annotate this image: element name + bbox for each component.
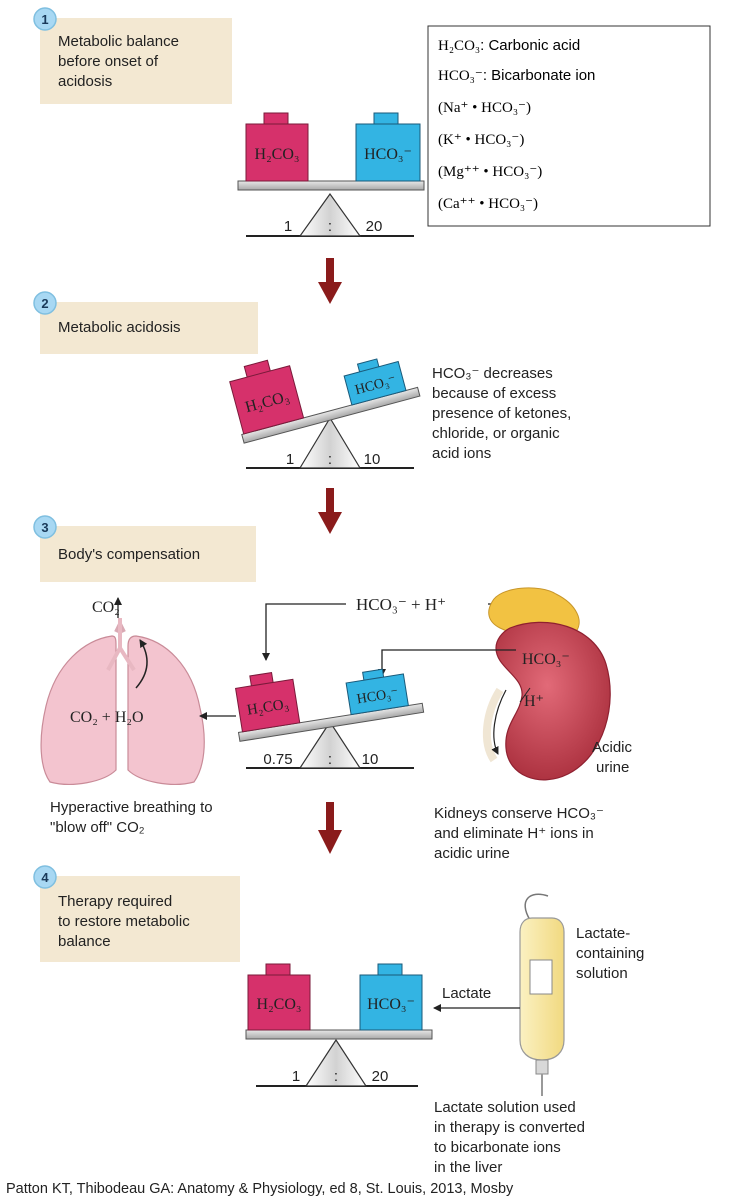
acid-label: H₂CO₃ bbox=[246, 696, 290, 718]
reaction-label: HCO₃⁻ + H⁺ bbox=[356, 595, 446, 614]
kidney-hco3-label: HCO₃⁻ bbox=[522, 651, 570, 668]
base-label: HCO₃⁻ bbox=[356, 686, 400, 707]
reaction-to-acid-arrow bbox=[262, 603, 346, 661]
svg-text:solution: solution bbox=[576, 965, 628, 982]
svg-text:Lactate-: Lactate- bbox=[576, 925, 630, 942]
svg-text:"blow off" CO₂: "blow off" CO₂ bbox=[50, 819, 145, 836]
svg-text:urine: urine bbox=[596, 759, 629, 776]
acidic-urine-label: Acidic urine bbox=[592, 739, 633, 776]
step-4-box: 4 Therapy required to restore metabolic … bbox=[33, 865, 240, 962]
legend-desc: : Bicarbonate ion bbox=[483, 67, 596, 84]
step-number: 1 bbox=[41, 12, 48, 27]
note-line: chloride, or organic bbox=[432, 425, 560, 442]
svg-text:Hyperactive breathing to: Hyperactive breathing to bbox=[50, 799, 213, 816]
step-1-box: 1 Metabolic balance before onset of acid… bbox=[33, 7, 232, 104]
legend-formula: H₂CO₃ bbox=[438, 38, 480, 54]
lactate-label: Lactate bbox=[442, 985, 491, 1002]
ratio-left: 1 bbox=[286, 451, 294, 468]
base-label: HCO₃⁻ bbox=[364, 146, 412, 163]
lung-equation: CO₂ + H₂O bbox=[70, 709, 144, 726]
ratio-right: 20 bbox=[366, 218, 383, 235]
note-line: acid ions bbox=[432, 445, 491, 462]
acid-weight: H₂CO₃ bbox=[245, 112, 309, 182]
bag-label: Lactate- containing solution bbox=[576, 925, 644, 982]
iv-bag-illustration bbox=[519, 893, 565, 1096]
svg-text:H₂CO₃: Carbonic acid: H₂CO₃: Carbonic acid bbox=[438, 37, 580, 54]
legend-formula: (Na⁺ • HCO₃⁻) bbox=[438, 100, 531, 116]
acid-weight: H₂CO₃ bbox=[247, 963, 311, 1031]
kidney-note: Kidneys conserve HCO₃⁻ and eliminate H⁺ … bbox=[434, 805, 604, 862]
flow-arrow-1 bbox=[318, 258, 342, 304]
kidney-illustration: HCO₃⁻ H⁺ bbox=[482, 587, 611, 781]
step-2-note: HCO₃⁻ decreases because of excess presen… bbox=[432, 365, 571, 462]
svg-text:HCO₃⁻: Bicarbonate ion: HCO₃⁻: Bicarbonate ion bbox=[438, 67, 595, 84]
scale-3: H₂CO₃ HCO₃⁻ 0.75 : 10 bbox=[235, 668, 425, 769]
acid-label: H₂CO₃ bbox=[257, 996, 302, 1013]
ratio-right: 20 bbox=[372, 1068, 389, 1085]
note-line: because of excess bbox=[432, 385, 556, 402]
flow-arrow-2 bbox=[318, 488, 342, 534]
ratio-colon: : bbox=[334, 1068, 338, 1085]
note-line: presence of ketones, bbox=[432, 405, 571, 422]
note-line: HCO₃⁻ decreases bbox=[432, 365, 553, 382]
legend-formula: HCO₃⁻ bbox=[438, 68, 483, 84]
legend-box: H₂CO₃: Carbonic acid HCO₃⁻: Bicarbonate … bbox=[427, 25, 711, 227]
step-2-box: 2 Metabolic acidosis bbox=[33, 291, 258, 354]
legend-formula: (Mg⁺⁺ • HCO₃⁻) bbox=[438, 164, 542, 180]
step-title-line: Body's compensation bbox=[58, 546, 200, 563]
ratio-colon: : bbox=[328, 751, 332, 768]
base-label: HCO₃⁻ bbox=[367, 996, 415, 1013]
co2-label: CO₂ bbox=[92, 599, 120, 616]
svg-text:in the liver: in the liver bbox=[434, 1159, 502, 1176]
step-title-line: Therapy required bbox=[58, 893, 172, 910]
step-number: 3 bbox=[41, 520, 48, 535]
base-weight: HCO₃⁻ bbox=[343, 358, 407, 406]
ratio-colon: : bbox=[328, 218, 332, 235]
therapy-note: Lactate solution used in therapy is conv… bbox=[434, 1099, 585, 1176]
svg-text:containing: containing bbox=[576, 945, 644, 962]
step-title-line: Metabolic balance bbox=[58, 33, 179, 50]
ratio-left: 0.75 bbox=[263, 751, 292, 768]
ratio-left: 1 bbox=[292, 1068, 300, 1085]
step-number: 2 bbox=[41, 296, 48, 311]
svg-text:in therapy is converted: in therapy is converted bbox=[434, 1119, 585, 1136]
ratio-right: 10 bbox=[362, 751, 379, 768]
acid-weight: H₂CO₃ bbox=[235, 671, 301, 733]
citation: Patton KT, Thibodeau GA: Anatomy & Physi… bbox=[6, 1181, 514, 1197]
step-title-line: balance bbox=[58, 933, 111, 950]
base-weight: HCO₃⁻ bbox=[359, 963, 423, 1031]
breathing-note: Hyperactive breathing to "blow off" CO₂ bbox=[50, 799, 213, 836]
svg-text:Acidic: Acidic bbox=[592, 739, 633, 756]
svg-text:to bicarbonate ions: to bicarbonate ions bbox=[434, 1139, 561, 1156]
scale-1: H₂CO₃ HCO₃⁻ 1 : 20 bbox=[237, 112, 425, 237]
svg-text:Lactate solution used: Lactate solution used bbox=[434, 1099, 576, 1116]
step-3-box: 3 Body's compensation bbox=[33, 515, 256, 582]
ratio-colon: : bbox=[328, 451, 332, 468]
kidney-to-base-arrow bbox=[378, 649, 516, 677]
lungs-illustration: CO₂ CO₂ + H₂O bbox=[40, 597, 205, 785]
scale-4: H₂CO₃ HCO₃⁻ 1 : 20 bbox=[245, 963, 433, 1087]
step-title-line: to restore metabolic bbox=[58, 913, 190, 930]
svg-text:acidic urine: acidic urine bbox=[434, 845, 510, 862]
legend-formula: (Ca⁺⁺ • HCO₃⁻) bbox=[438, 196, 538, 212]
base-weight: HCO₃⁻ bbox=[355, 112, 421, 182]
svg-text:Kidneys conserve HCO₃⁻: Kidneys conserve HCO₃⁻ bbox=[434, 805, 604, 822]
base-weight: HCO₃⁻ bbox=[345, 668, 409, 716]
step-title-line: acidosis bbox=[58, 73, 112, 90]
acid-label: H₂CO₃ bbox=[255, 146, 300, 163]
scale-2: H₂CO₃ HCO₃⁻ 1 : 10 bbox=[229, 358, 421, 469]
ratio-right: 10 bbox=[364, 451, 381, 468]
svg-text:and eliminate H⁺ ions in: and eliminate H⁺ ions in bbox=[434, 825, 594, 842]
ratio-left: 1 bbox=[284, 218, 292, 235]
step-title-line: before onset of bbox=[58, 53, 159, 70]
legend-formula: (K⁺ • HCO₃⁻) bbox=[438, 132, 524, 148]
acid-weight: H₂CO₃ bbox=[229, 359, 305, 435]
kidney-h-label: H⁺ bbox=[524, 693, 544, 710]
flow-arrow-3 bbox=[318, 802, 342, 854]
legend-desc: : Carbonic acid bbox=[480, 37, 580, 54]
step-title-line: Metabolic acidosis bbox=[58, 319, 181, 336]
step-number: 4 bbox=[41, 870, 49, 885]
